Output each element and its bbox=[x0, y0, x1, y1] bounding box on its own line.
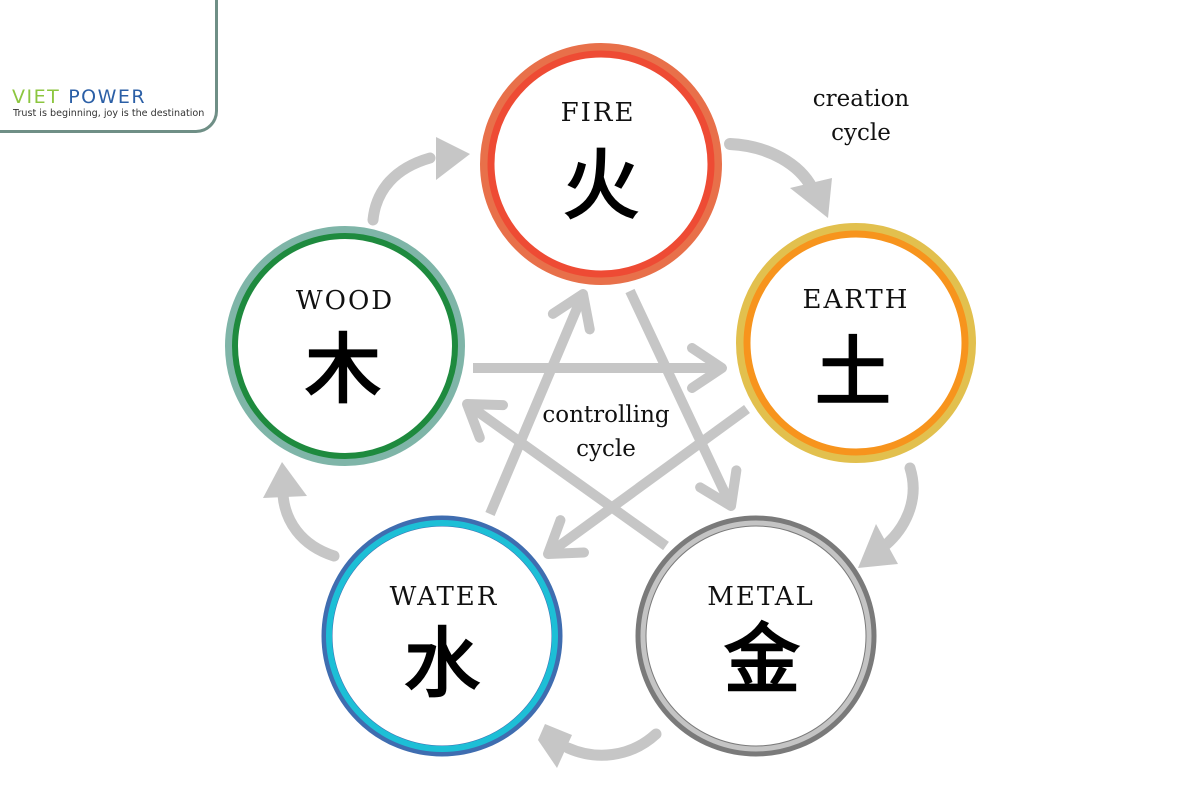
arrow-metal-to-water bbox=[538, 724, 662, 768]
arrow-metal-to-wood bbox=[462, 399, 669, 551]
controlling-cycle-label-line1: controlling bbox=[542, 402, 670, 428]
arrow-fire-to-earth bbox=[724, 138, 832, 218]
element-water-ring bbox=[321, 515, 563, 757]
element-metal-label: METAL bbox=[707, 582, 815, 612]
brand-name-part2: POWER bbox=[68, 86, 147, 108]
brand-name-part1: VIET bbox=[12, 86, 61, 108]
brand-name: VIET POWER bbox=[12, 86, 146, 108]
brand-tagline: Trust is beginning, joy is the destinati… bbox=[13, 108, 205, 119]
logo-frame bbox=[0, 0, 218, 133]
element-metal-ring bbox=[635, 515, 877, 757]
arrow-earth-to-metal bbox=[858, 462, 919, 568]
element-metal-glyph: 金 bbox=[724, 615, 800, 704]
element-water-glyph: 水 bbox=[404, 619, 480, 708]
element-water-label: WATER bbox=[389, 582, 499, 612]
arrow-water-to-fire bbox=[485, 289, 595, 516]
element-earth-ring bbox=[736, 223, 976, 463]
creation-cycle-label-line1: creation bbox=[812, 86, 910, 112]
element-earth-label: EARTH bbox=[802, 285, 910, 315]
creation-cycle-arrows bbox=[263, 137, 919, 768]
element-wood-ring bbox=[225, 226, 465, 466]
element-fire-glyph: 火 bbox=[563, 141, 639, 230]
arrow-wood-to-fire bbox=[367, 137, 470, 226]
element-earth-glyph: 土 bbox=[815, 328, 891, 417]
arrow-fire-to-metal bbox=[625, 288, 742, 511]
creation-cycle-label-line2: cycle bbox=[831, 120, 891, 146]
creation-cycle-label: creation cycle bbox=[813, 82, 909, 150]
arrow-water-to-wood bbox=[263, 462, 340, 562]
element-fire-label: FIRE bbox=[560, 98, 636, 128]
controlling-cycle-label: controlling cycle bbox=[542, 398, 669, 466]
controlling-cycle-arrows bbox=[462, 288, 750, 559]
element-wood-glyph: 木 bbox=[305, 325, 381, 414]
controlling-cycle-label-line2: cycle bbox=[576, 436, 636, 462]
arrow-earth-to-water bbox=[543, 404, 750, 559]
element-wood-label: WOOD bbox=[295, 286, 395, 316]
element-fire-ring bbox=[480, 43, 722, 285]
